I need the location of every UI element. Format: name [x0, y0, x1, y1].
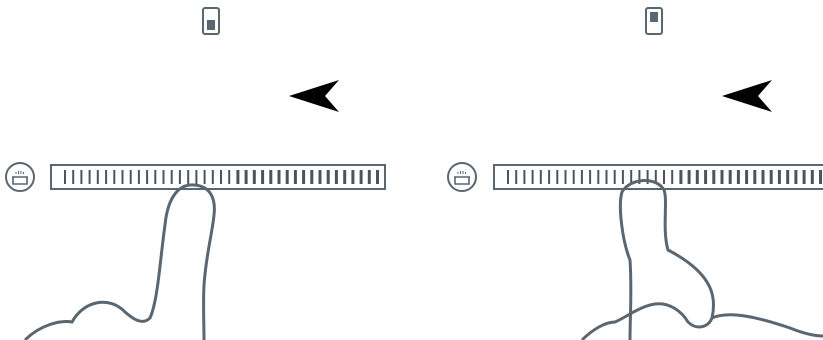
slider-tick — [811, 170, 814, 184]
slider-tick — [507, 170, 509, 184]
slider-tick — [368, 170, 371, 184]
slider-tick — [573, 170, 575, 184]
panel-left — [6, 8, 385, 340]
slider-tick — [154, 170, 156, 184]
slider-tick — [80, 170, 82, 184]
slider-ticks — [507, 170, 822, 184]
slider-tick — [187, 170, 189, 184]
slider-tick — [261, 170, 264, 184]
slider-tick — [376, 170, 379, 184]
slider-tick — [171, 170, 173, 184]
slider-tick — [565, 170, 567, 184]
slider-tick — [245, 170, 248, 184]
slider-tick — [688, 170, 691, 184]
power-slider[interactable] — [51, 165, 385, 189]
slider-tick — [581, 170, 583, 184]
slider-tick — [548, 170, 550, 184]
slider-tick — [819, 170, 822, 184]
slider-tick — [679, 170, 682, 184]
slider-tick — [540, 170, 542, 184]
swipe-left-arrow-icon — [722, 80, 772, 112]
cooking-pot-icon[interactable] — [448, 163, 476, 191]
slider-tick — [712, 170, 715, 184]
slider-tick — [122, 170, 124, 184]
finger-touch-icon — [25, 185, 214, 340]
slider-tick — [696, 170, 699, 184]
slider-tick — [671, 170, 673, 184]
slider-tick — [335, 170, 338, 184]
slider-tick — [130, 170, 132, 184]
slider-tick — [89, 170, 91, 184]
swipe-left-arrow-icon — [289, 80, 339, 112]
slider-tick — [204, 170, 206, 184]
slider-tick — [729, 170, 732, 184]
slider-tick — [319, 170, 322, 184]
slider-tick — [105, 170, 107, 184]
slider-tick — [589, 170, 591, 184]
slider-tick — [351, 170, 354, 184]
slider-tick — [360, 170, 363, 184]
slider-tick — [302, 170, 305, 184]
slider-tick — [146, 170, 148, 184]
cooking-pot-icon[interactable] — [6, 163, 34, 191]
slider-tick — [794, 170, 797, 184]
level-fill — [650, 12, 658, 22]
slider-tick — [803, 170, 806, 184]
level-indicator-low-icon — [203, 8, 219, 34]
slider-tick — [236, 170, 239, 184]
slider-tick — [343, 170, 346, 184]
slider-tick — [606, 170, 608, 184]
slider-tick — [138, 170, 140, 184]
slider-tick — [556, 170, 558, 184]
slider-tick — [786, 170, 789, 184]
slider-tick — [532, 170, 534, 184]
slider-tick — [72, 170, 74, 184]
slider-tick — [278, 170, 281, 184]
slider-tick — [762, 170, 765, 184]
slider-tick — [770, 170, 773, 184]
slider-tick — [721, 170, 724, 184]
slider-tick — [163, 170, 165, 184]
panel-right — [448, 8, 823, 340]
slider-tick — [294, 170, 297, 184]
slider-ticks — [64, 170, 379, 184]
slider-tick — [253, 170, 256, 184]
slider-tick — [737, 170, 740, 184]
level-fill — [207, 20, 215, 30]
slider-tick — [515, 170, 517, 184]
slider-tick — [212, 170, 214, 184]
slider-tick — [614, 170, 616, 184]
slider-tick — [179, 170, 181, 184]
slider-tick — [327, 170, 330, 184]
slider-tick — [64, 170, 66, 184]
slider-tick — [704, 170, 707, 184]
slider-tick — [310, 170, 313, 184]
level-indicator-high-icon — [646, 8, 662, 34]
slider-tick — [220, 170, 222, 184]
slider-tick — [286, 170, 289, 184]
slider-tick — [228, 170, 230, 184]
slider-tick — [195, 170, 197, 184]
slider-tick — [753, 170, 756, 184]
slider-tick — [778, 170, 781, 184]
slider-tick — [622, 170, 624, 184]
slider-tick — [97, 170, 99, 184]
slider-tick — [523, 170, 525, 184]
slider-tick — [597, 170, 599, 184]
finger-touch-icon — [582, 180, 823, 340]
slider-tick — [113, 170, 115, 184]
slider-tick — [745, 170, 748, 184]
slider-tick — [663, 170, 665, 184]
slider-tick — [269, 170, 272, 184]
